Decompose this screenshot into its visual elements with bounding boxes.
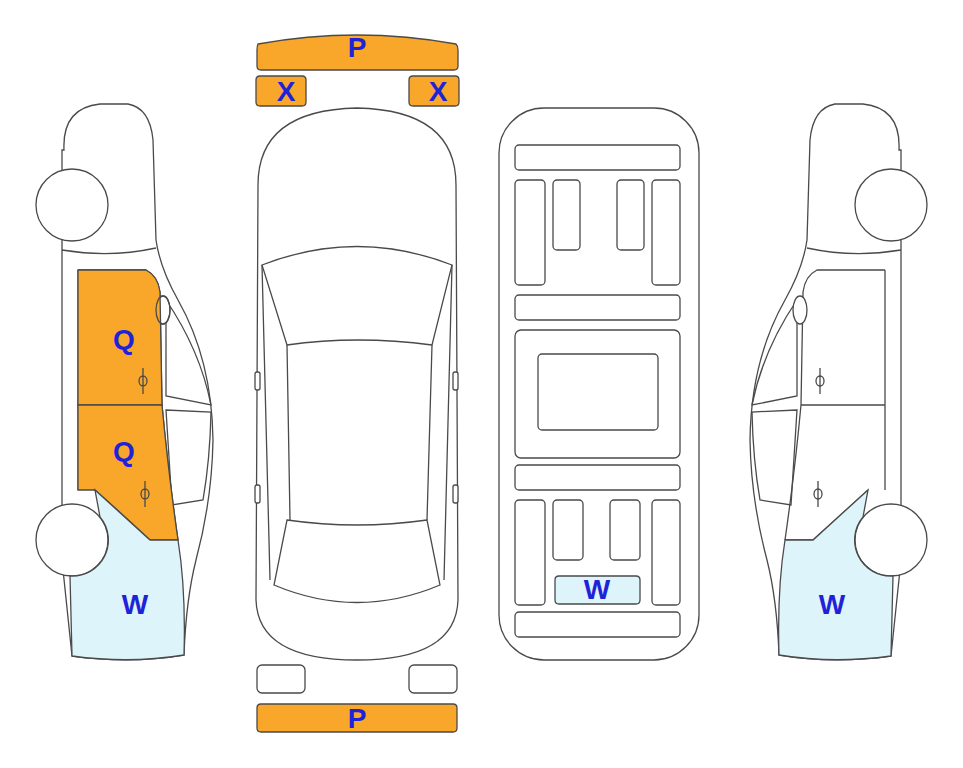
damage-code: X	[277, 78, 296, 106]
headlight-left: X	[255, 75, 307, 107]
damage-code: P	[348, 705, 367, 733]
rear-quarter-right: W	[775, 488, 895, 664]
damage-code: Q	[113, 438, 135, 466]
rear-quarter-left: W	[68, 488, 188, 664]
headlight-right: X	[408, 75, 460, 107]
left-side-view	[36, 104, 213, 660]
front-door-panel: Q	[76, 268, 172, 408]
underside-view	[499, 108, 699, 660]
damage-code: W	[819, 591, 845, 619]
top-view	[255, 108, 458, 693]
front-bumper: P	[256, 28, 459, 72]
panel-shape	[775, 488, 895, 664]
damage-code: P	[348, 34, 367, 62]
panel-shape	[68, 488, 188, 664]
underside-panel: W	[554, 575, 641, 605]
damage-code: Q	[113, 326, 135, 354]
damage-code: X	[429, 78, 448, 106]
right-side-view	[750, 104, 927, 660]
rear-bumper: P	[256, 703, 459, 734]
damage-code: W	[584, 576, 610, 604]
damage-code: W	[122, 591, 148, 619]
